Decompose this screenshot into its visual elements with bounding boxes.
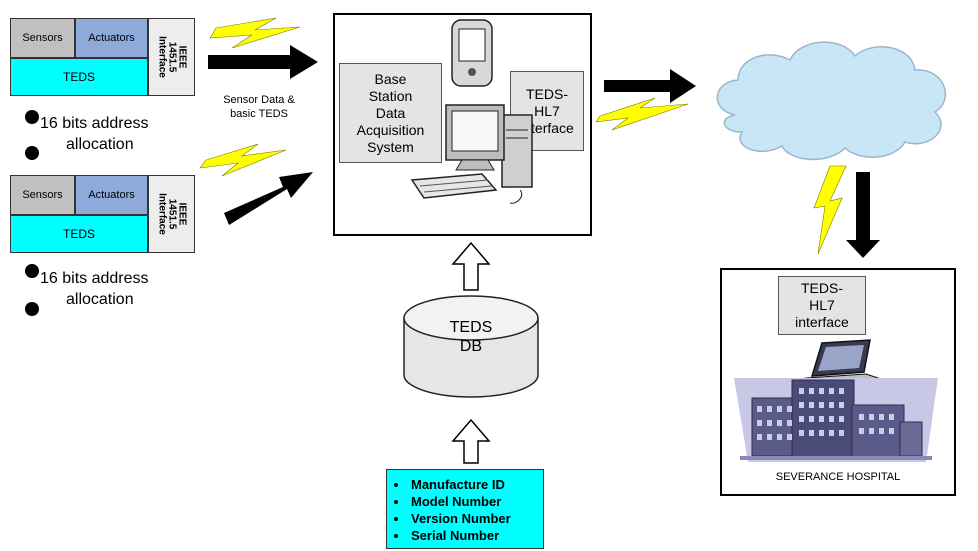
field-manufacture-id: Manufacture ID bbox=[409, 476, 543, 493]
sensors-block-1: Sensors bbox=[10, 18, 75, 58]
base-station-line3: Data bbox=[375, 104, 406, 121]
database-label-line1: TEDS bbox=[450, 319, 493, 336]
bullet-dot-2a bbox=[25, 264, 39, 278]
hollow-arrow-fields-to-db bbox=[451, 418, 491, 464]
teds-fields-list: Manufacture ID Model Number Version Numb… bbox=[387, 476, 543, 544]
teds-hl7-hospital-line3: interface bbox=[795, 314, 849, 330]
hollow-arrow-db-to-base bbox=[451, 241, 491, 291]
database-label-line2: DB bbox=[460, 338, 482, 355]
arrow-node2-to-base bbox=[224, 172, 313, 225]
address-note-line2-2: allocation bbox=[66, 291, 134, 308]
lightning-bolt-icon-3 bbox=[595, 97, 689, 131]
teds-hl7-box-base: TEDS- HL7 interface bbox=[510, 71, 584, 151]
teds-hl7-base-line3: interface bbox=[520, 119, 574, 136]
bullet-dot-1a bbox=[25, 110, 39, 124]
database-cylinder-icon: TEDS DB bbox=[403, 295, 539, 398]
field-version-number: Version Number bbox=[409, 510, 543, 527]
lightning-bolt-icon-2 bbox=[199, 143, 287, 177]
teds-block-1: TEDS bbox=[10, 58, 148, 96]
lightning-bolt-icon-1 bbox=[209, 17, 301, 49]
ieee-interface-block-2: IEEE 1451.5 Interface bbox=[148, 175, 195, 253]
base-station-line2: Station bbox=[368, 87, 413, 104]
bullet-dot-2b bbox=[25, 302, 39, 316]
base-station-line1: Base bbox=[374, 70, 407, 87]
ieee-interface-block-1: IEEE 1451.5 Interface bbox=[148, 18, 195, 96]
actuators-block-1: Actuators bbox=[75, 18, 148, 58]
network-label: Network bbox=[790, 84, 857, 104]
actuators-block-2: Actuators bbox=[75, 175, 148, 215]
teds-fields-box: Manufacture ID Model Number Version Numb… bbox=[386, 469, 544, 549]
link-label: Sensor Data & basic TEDS bbox=[214, 93, 304, 121]
field-serial-number: Serial Number bbox=[409, 527, 543, 544]
teds-block-2: TEDS bbox=[10, 215, 148, 253]
address-note-line2-1: allocation bbox=[66, 136, 134, 153]
arrow-network-to-hospital bbox=[846, 172, 880, 258]
arrow-base-to-network bbox=[604, 69, 696, 103]
link-label-line2: basic TEDS bbox=[230, 108, 288, 120]
address-note-line1-1: 16 bits address bbox=[40, 115, 149, 132]
base-station-label-box: Base Station Data Acquisition System bbox=[339, 63, 442, 163]
base-station-line4: Acquisition bbox=[356, 121, 425, 138]
bullet-dot-1b bbox=[25, 146, 39, 160]
arrow-node1-to-base bbox=[208, 45, 318, 79]
field-model-number: Model Number bbox=[409, 493, 543, 510]
link-label-line1: Sensor Data & bbox=[223, 94, 295, 106]
sensors-block-2: Sensors bbox=[10, 175, 75, 215]
teds-hl7-box-hospital: TEDS- HL7 interface bbox=[778, 276, 866, 335]
ieee-interface-label-2: IEEE 1451.5 Interface bbox=[156, 193, 188, 235]
address-note-line1-2: 16 bits address bbox=[40, 270, 149, 287]
base-station-line5: System bbox=[367, 138, 414, 155]
teds-hl7-base-line2: HL7 bbox=[534, 102, 560, 119]
teds-hl7-hospital-line2: HL7 bbox=[809, 297, 835, 313]
teds-hl7-hospital-line1: TEDS- bbox=[801, 280, 843, 296]
ieee-interface-label-1: IEEE 1451.5 Interface bbox=[156, 36, 188, 78]
lightning-bolt-icon-4 bbox=[813, 165, 847, 255]
hospital-name: SEVERANCE HOSPITAL bbox=[775, 471, 901, 483]
teds-hl7-base-line1: TEDS- bbox=[526, 85, 568, 102]
